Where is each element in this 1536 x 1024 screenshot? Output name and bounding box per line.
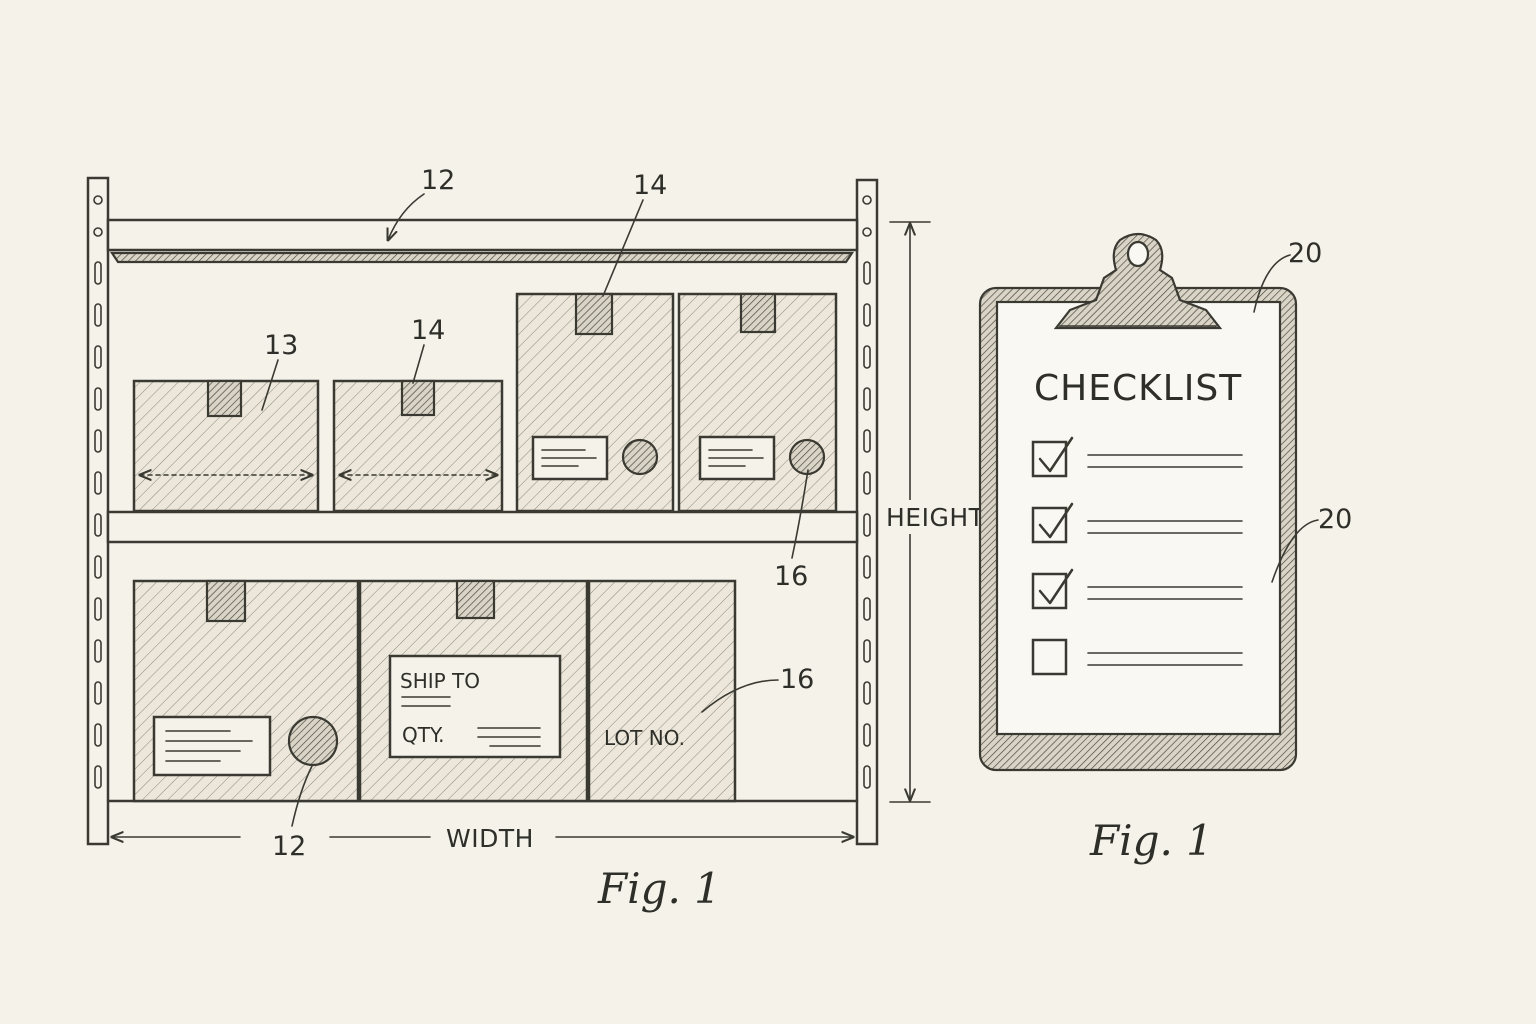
upright-slot — [863, 429, 871, 453]
upright-slot — [94, 429, 102, 453]
checkbox — [1031, 638, 1068, 676]
ref-16-seal: 16 — [774, 561, 808, 592]
checkbox — [1031, 572, 1068, 610]
ref-14-small: 14 — [411, 315, 445, 346]
upright-slot — [863, 639, 871, 663]
checklist-row — [1031, 502, 1243, 544]
ref-14-tall: 14 — [633, 170, 667, 201]
ref-12-top: 12 — [421, 165, 455, 196]
upright-slot — [863, 471, 871, 495]
clipboard: CHECKLIST 20 20 Fig. 1 — [978, 232, 1352, 865]
upright-slot — [94, 597, 102, 621]
upright-slot — [863, 723, 871, 747]
right-upright — [855, 178, 879, 846]
upright-slots — [93, 195, 872, 789]
ship-to-label: SHIP TO — [400, 669, 480, 693]
checklist-row — [1031, 638, 1243, 676]
upright-hole — [862, 227, 872, 237]
width-label: WIDTH — [446, 824, 534, 853]
upright-slot — [94, 387, 102, 411]
box-14-tall — [515, 292, 675, 513]
top-shelf-edge — [109, 251, 855, 264]
upright-slot — [94, 303, 102, 327]
ref-16-lot: 16 — [780, 664, 814, 695]
upright-hole — [93, 195, 103, 205]
clipboard-clip — [1053, 232, 1223, 330]
checkmark-icon — [1038, 568, 1074, 605]
upright-slot — [94, 345, 102, 369]
middle-shelf — [106, 510, 859, 544]
upright-slot — [863, 597, 871, 621]
box-13 — [132, 379, 320, 513]
box-16 — [677, 292, 838, 513]
upright-slot — [94, 555, 102, 579]
ref-20-board: 20 — [1318, 504, 1352, 535]
upright-slot — [863, 513, 871, 537]
left-upright — [86, 176, 110, 846]
upright-hole — [93, 227, 103, 237]
height-label: HEIGHT — [886, 503, 985, 532]
box-lot: LOT NO. — [587, 579, 737, 803]
checklist-row — [1031, 436, 1243, 478]
upright-slot — [94, 681, 102, 705]
ref-12-bottom: 12 — [272, 831, 306, 862]
box-14-small — [332, 379, 504, 513]
checklist-items — [1031, 436, 1243, 676]
upright-slot — [863, 261, 871, 285]
upright-slot — [863, 387, 871, 411]
checkmark-icon — [1038, 436, 1074, 473]
qty-label: QTY. — [402, 723, 444, 747]
ref-20-clip: 20 — [1288, 238, 1322, 269]
upright-slot — [94, 471, 102, 495]
upright-slot — [863, 555, 871, 579]
lot-no-label: LOT NO. — [604, 726, 685, 750]
upright-slot — [863, 345, 871, 369]
top-shelf — [106, 218, 859, 252]
figure-caption-clipboard: Fig. 1 — [1089, 816, 1213, 865]
upright-hole — [862, 195, 872, 205]
upright-slot — [863, 303, 871, 327]
upright-slot — [94, 765, 102, 789]
checklist-row — [1031, 568, 1243, 610]
box-bottom-left — [132, 579, 360, 803]
upright-slot — [94, 723, 102, 747]
upright-slot — [863, 765, 871, 789]
ref-13: 13 — [264, 330, 298, 361]
upright-slot — [94, 261, 102, 285]
upright-slot — [863, 681, 871, 705]
shelving-unit: SHIP TO QTY. LOT NO. 12 14 13 14 16 16 1… — [86, 165, 985, 913]
checkmark-icon — [1038, 502, 1074, 539]
upright-slot — [94, 639, 102, 663]
upright-slot — [94, 513, 102, 537]
figure-caption-shelf: Fig. 1 — [597, 864, 721, 913]
checklist-title: CHECKLIST — [1034, 368, 1242, 409]
box-ship-to: SHIP TO QTY. — [358, 579, 589, 803]
